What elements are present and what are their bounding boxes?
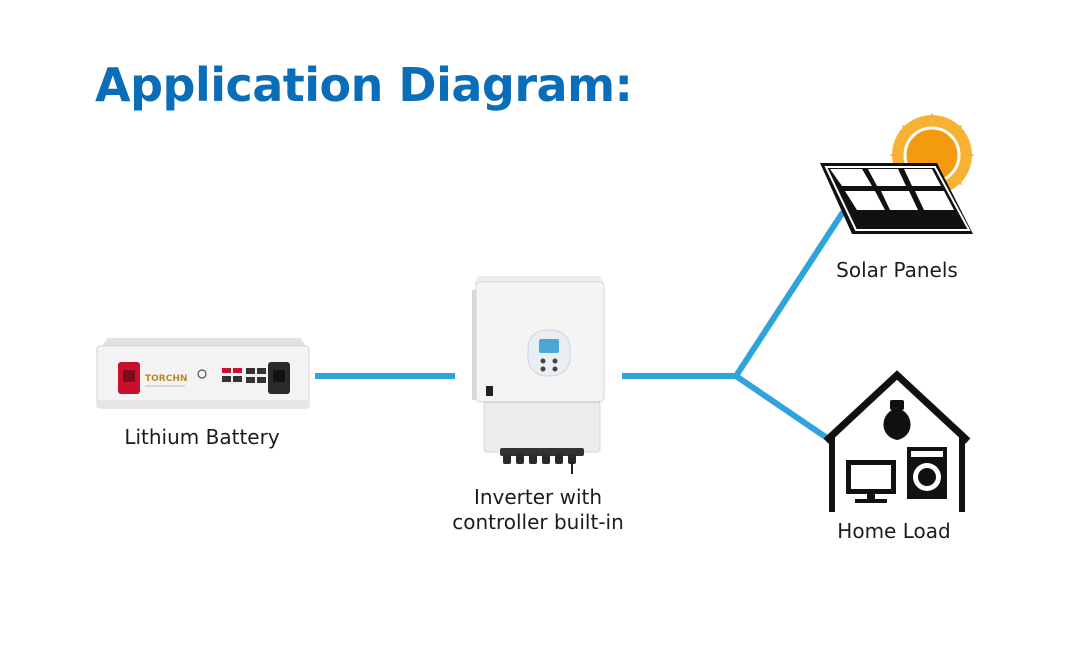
solar-label: Solar Panels <box>836 258 958 282</box>
inverter-label: Inverter with controller built-in <box>430 485 646 535</box>
solar-panel-icon <box>820 163 973 234</box>
junction-solar-connector <box>733 210 846 378</box>
washing-machine-icon <box>907 447 947 499</box>
house-icon <box>823 370 971 512</box>
inverter-image <box>472 276 605 474</box>
home-label: Home Load <box>837 519 951 543</box>
inverter-label-line2: controller built-in <box>452 510 624 534</box>
page-title: Application Diagram: <box>95 58 633 112</box>
battery-image: TORCHN <box>96 338 310 409</box>
battery-brand: TORCHN <box>145 374 187 384</box>
junction-home-connector <box>734 373 832 443</box>
monitor-icon <box>846 460 896 503</box>
inverter-label-line1: Inverter with <box>473 485 603 509</box>
connectors <box>315 210 846 443</box>
light-bulb-icon <box>883 400 911 440</box>
battery-label: Lithium Battery <box>124 425 280 449</box>
